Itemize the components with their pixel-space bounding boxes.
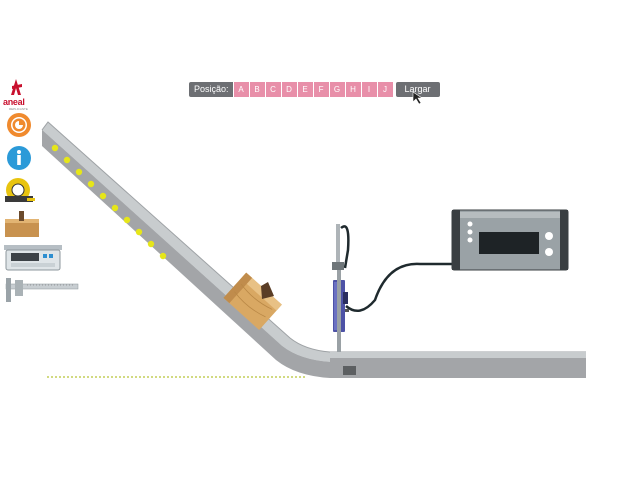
ramp-marker bbox=[135, 228, 143, 236]
digital-timer bbox=[451, 209, 569, 271]
caliper-icon[interactable] bbox=[2, 276, 82, 304]
ramp-track bbox=[41, 121, 586, 378]
position-button-d[interactable]: D bbox=[281, 82, 297, 97]
block-handle bbox=[261, 282, 274, 299]
position-button-c[interactable]: C bbox=[265, 82, 281, 97]
drop-button[interactable]: Largar bbox=[395, 82, 440, 97]
position-button-g[interactable]: G bbox=[329, 82, 345, 97]
position-button-f[interactable]: F bbox=[313, 82, 329, 97]
ramp-marker bbox=[111, 204, 119, 212]
logo-text: aneal bbox=[3, 97, 25, 107]
logo-subtext: REPLICANTE bbox=[9, 107, 28, 111]
position-button-b[interactable]: B bbox=[249, 82, 265, 97]
ramp-marker bbox=[147, 240, 155, 248]
ramp-marker bbox=[159, 252, 167, 260]
position-label: Posição: bbox=[189, 82, 233, 97]
wooden-block-icon[interactable] bbox=[3, 211, 43, 239]
wooden-block[interactable] bbox=[223, 272, 282, 330]
timer-cable bbox=[345, 262, 454, 313]
ramp-marker bbox=[63, 156, 71, 164]
timer-button-start[interactable] bbox=[545, 232, 553, 240]
position-button-j[interactable]: J bbox=[377, 82, 393, 97]
position-button-a[interactable]: A bbox=[233, 82, 249, 97]
mouse-cursor-icon bbox=[412, 91, 423, 105]
aneal-logo-icon bbox=[11, 79, 22, 95]
timer-button-reset[interactable] bbox=[545, 248, 553, 256]
tape-measure-icon[interactable] bbox=[3, 176, 37, 206]
position-button-h[interactable]: H bbox=[345, 82, 361, 97]
sensor-cable-top bbox=[340, 225, 350, 269]
photogate-sensor bbox=[332, 224, 349, 352]
info-icon[interactable] bbox=[5, 144, 35, 174]
scale-icon[interactable] bbox=[3, 243, 65, 273]
ramp-marker bbox=[51, 144, 59, 152]
reset-icon[interactable] bbox=[5, 111, 35, 141]
position-toolbar: Posição: A B C D E F G H I J Largar bbox=[189, 82, 440, 97]
position-button-e[interactable]: E bbox=[297, 82, 313, 97]
position-button-i[interactable]: I bbox=[361, 82, 377, 97]
ramp-marker bbox=[123, 216, 131, 224]
ramp-marker bbox=[87, 180, 95, 188]
ramp-marker bbox=[99, 192, 107, 200]
ramp-marker bbox=[75, 168, 83, 176]
ramp-position-markers bbox=[51, 144, 167, 260]
